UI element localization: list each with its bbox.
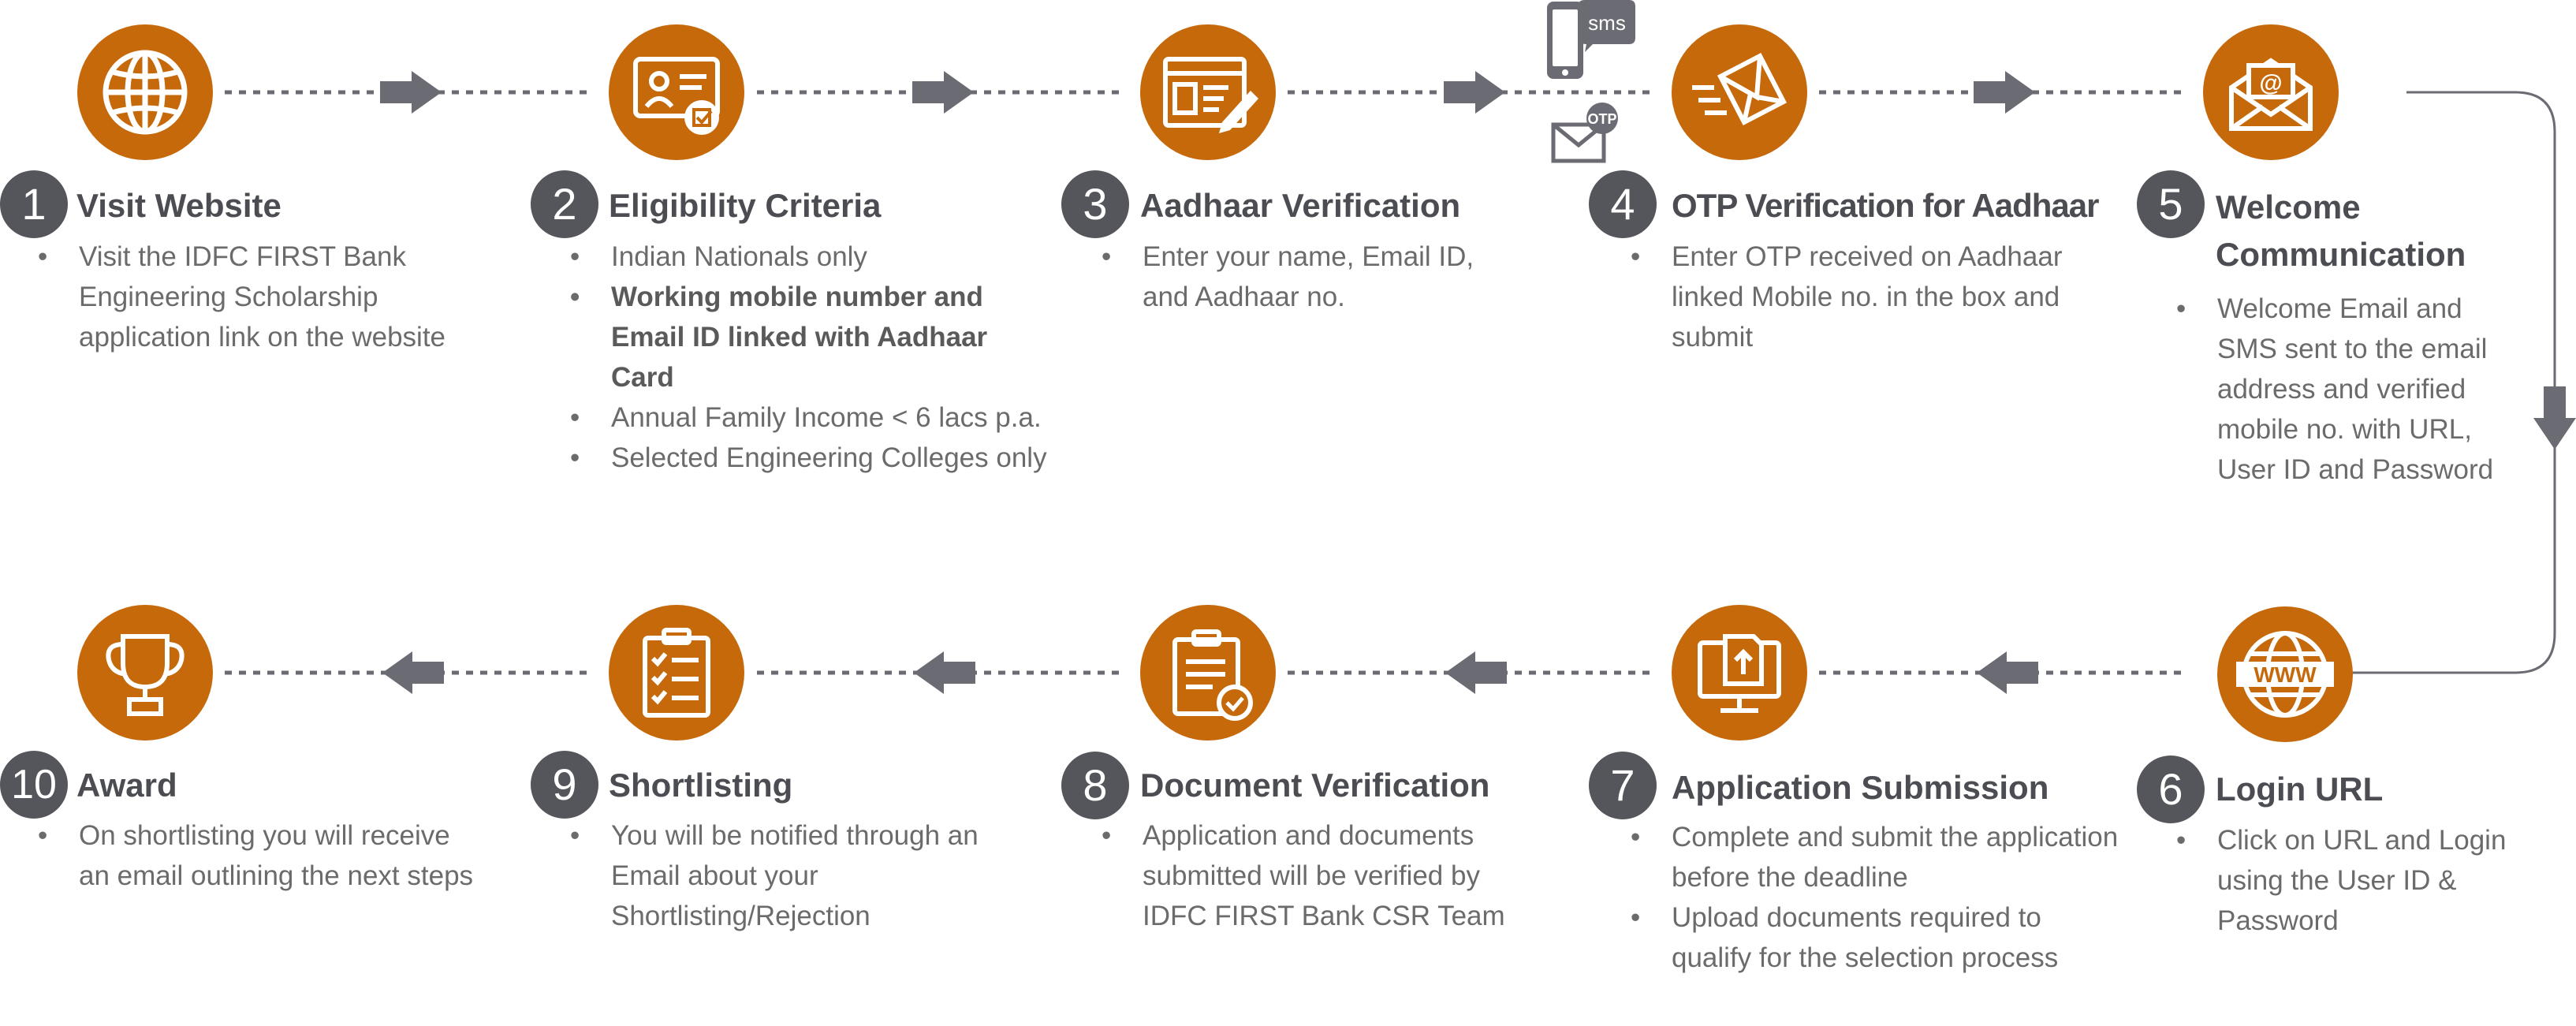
step-2-title: Eligibility Criteria bbox=[609, 187, 882, 224]
step-3-bullet: Enter your name, Email ID, and Aadhaar n… bbox=[1102, 237, 1527, 317]
step-6-bullet: Click on URL and Login using the User ID… bbox=[2176, 820, 2515, 941]
step-3-icon-circle bbox=[1140, 24, 1276, 160]
step-10-icon-circle bbox=[77, 605, 213, 741]
arrow-left-10-9 bbox=[382, 651, 444, 694]
step-8-number: 8 bbox=[1061, 752, 1129, 819]
arrow-right-2 bbox=[912, 71, 974, 114]
step-6-bullets: Click on URL and Login using the User ID… bbox=[2176, 820, 2515, 941]
globe-icon bbox=[103, 50, 188, 135]
web-form-icon bbox=[1163, 57, 1258, 133]
arrow-left-8-7 bbox=[1445, 651, 1507, 694]
step-9-icon-circle bbox=[609, 605, 744, 741]
step-7-number: 7 bbox=[1589, 752, 1657, 819]
email-envelope-icon: @ bbox=[2229, 58, 2313, 131]
step-8-title: Document Verification bbox=[1140, 767, 1490, 804]
checklist-icon bbox=[643, 628, 710, 718]
step-9-number: 9 bbox=[531, 751, 598, 819]
step-4-icon-circle bbox=[1672, 24, 1807, 160]
step-2-bullets: Indian Nationals only Working mobile num… bbox=[570, 237, 1055, 478]
step-5-number: 5 bbox=[2137, 170, 2205, 238]
step-2-bullet-4: Selected Engineering Colleges only bbox=[570, 438, 1055, 478]
arrow-right-4 bbox=[1974, 71, 2035, 114]
step-10-title: Award bbox=[76, 767, 177, 804]
step-9-bullets: You will be notified through an Email ab… bbox=[570, 815, 1012, 936]
step-7-bullets: Complete and submit the application befo… bbox=[1631, 817, 2119, 978]
step-8-bullets: Application and documents submitted will… bbox=[1102, 815, 1543, 936]
step-2-bullet-1: Indian Nationals only bbox=[570, 237, 1055, 277]
step-1-bullets: Visit the IDFC FIRST Bank Engineering Sc… bbox=[38, 237, 479, 357]
arrow-left-9-8 bbox=[914, 651, 975, 694]
step-4-bullets: Enter OTP received on Aadhaar linked Mob… bbox=[1631, 237, 2104, 357]
clipboard-check-icon bbox=[1172, 629, 1253, 721]
id-card-icon bbox=[633, 57, 720, 135]
step-7-bullet-2: Upload documents required to qualify for… bbox=[1631, 897, 2119, 978]
step-7-bullet-1: Complete and submit the application befo… bbox=[1631, 817, 2119, 897]
step-1-number: 1 bbox=[0, 170, 68, 238]
upload-computer-icon bbox=[1698, 634, 1781, 713]
step-2-bullet-2: Working mobile number and Email ID linke… bbox=[570, 277, 1055, 397]
step-2-icon-circle bbox=[609, 24, 744, 160]
phone-sms-icon: sms bbox=[1544, 0, 1637, 82]
connector-5-6 bbox=[2351, 91, 2556, 674]
trophy-icon bbox=[106, 634, 185, 716]
step-8-icon-circle bbox=[1140, 605, 1276, 741]
step-1-icon-circle bbox=[77, 24, 213, 160]
step-6-title: Login URL bbox=[2216, 770, 2384, 808]
www-globe-icon: WWW bbox=[2236, 631, 2334, 718]
step-3-title: Aadhaar Verification bbox=[1140, 187, 1461, 224]
step-1-bullet: Visit the IDFC FIRST Bank Engineering Sc… bbox=[38, 237, 479, 357]
step-3-number: 3 bbox=[1061, 170, 1129, 238]
arrow-down-5-6 bbox=[2533, 386, 2576, 450]
step-5-title: Welcome Communication bbox=[2216, 188, 2466, 273]
svg-text:WWW: WWW bbox=[2254, 662, 2317, 687]
step-4-number: 4 bbox=[1589, 170, 1657, 238]
step-9-title: Shortlisting bbox=[609, 767, 793, 804]
envelope-otp-icon: OTP bbox=[1550, 103, 1626, 164]
send-mail-icon bbox=[1692, 52, 1788, 126]
step-4-bullet: Enter OTP received on Aadhaar linked Mob… bbox=[1631, 237, 2104, 357]
step-2-number: 2 bbox=[531, 170, 598, 238]
svg-text:@: @ bbox=[2259, 70, 2282, 96]
step-3-bullets: Enter your name, Email ID, and Aadhaar n… bbox=[1102, 237, 1527, 317]
step-5-bullet: Welcome Email and SMS sent to the email … bbox=[2176, 289, 2515, 490]
step-5-icon-circle: @ bbox=[2203, 24, 2339, 160]
arrow-right-1 bbox=[380, 71, 442, 114]
step-10-bullet: On shortlisting you will receive an emai… bbox=[38, 815, 479, 896]
step-2-bullet-3: Annual Family Income < 6 lacs p.a. bbox=[570, 397, 1055, 438]
step-1-title: Visit Website bbox=[76, 187, 281, 224]
step-6-number: 6 bbox=[2137, 756, 2205, 823]
step-6-icon-circle: WWW bbox=[2217, 606, 2353, 742]
step-8-bullet: Application and documents submitted will… bbox=[1102, 815, 1543, 936]
step-9-bullet: You will be notified through an Email ab… bbox=[570, 815, 1012, 936]
step-7-title: Application Submission bbox=[1672, 769, 2049, 806]
arrow-right-3 bbox=[1444, 71, 1505, 114]
step-7-icon-circle bbox=[1672, 605, 1807, 741]
sms-label: sms bbox=[1588, 11, 1626, 35]
step-10-bullets: On shortlisting you will receive an emai… bbox=[38, 815, 479, 896]
otp-label: OTP bbox=[1587, 111, 1616, 127]
step-5-bullets: Welcome Email and SMS sent to the email … bbox=[2176, 289, 2515, 490]
arrow-left-7-6 bbox=[1977, 651, 2038, 694]
step-4-title: OTP Verification for Aadhaar bbox=[1672, 187, 2099, 224]
step-10-number: 10 bbox=[0, 751, 68, 819]
